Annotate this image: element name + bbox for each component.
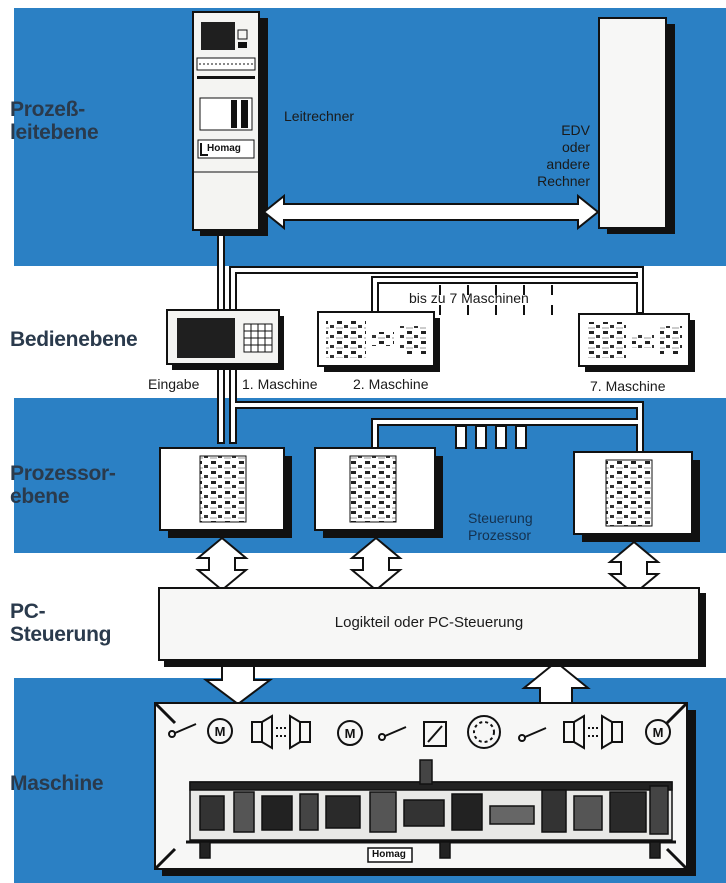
svg-text:M: M [653,725,664,740]
level-label-prozessorebene: Prozessor- ebene [10,462,116,508]
edv-label: EDV oder andere Rechner [520,122,590,190]
valve-icon [251,714,311,750]
level-label-maschine: Maschine [10,772,104,795]
processor-box-2 [314,447,443,538]
machine-panel-7 [578,313,695,372]
motor-icon: M [645,719,671,745]
processor-box-7 [573,451,700,542]
label-line-2: Steuerung [10,623,112,646]
rotary-dial-icon [467,715,501,749]
svg-text:M: M [215,724,226,739]
brand-text: Homag [207,143,241,154]
switch-icon [168,723,197,738]
pc-steuerung-box: Logikteil oder PC-Steuerung [158,587,700,661]
level-label-prozessleitebene: Prozeß- leitebene [10,98,99,144]
leitrechner-cabinet [192,11,268,236]
double-arrow-horizontal [262,193,600,231]
arrow-down-to-machine [203,659,273,706]
switch-icon [378,726,407,741]
valve-icon [563,714,623,750]
homag-logo-machine: Homag [372,849,406,860]
label-line-2: ebene [10,485,70,508]
homag-logo-cabinet: Homag [207,143,241,154]
gap-ticks-bottom [455,425,527,449]
level-label-pc-steuerung: PC- Steuerung [10,600,111,646]
double-arrow-vertical-1 [195,536,249,592]
bis-zu-label: bis zu 7 Maschinen [409,290,529,306]
logikteil-label: Logikteil oder PC-Steuerung [334,614,524,631]
label-line-1: Maschine [10,772,104,795]
steuerung-line: Steuerung [468,510,533,526]
component-symbols: M M M [168,714,671,750]
eingabe-label: Eingabe [148,376,200,392]
brand-text: Homag [372,849,406,860]
maschine-7-label: 7. Maschine [590,378,666,394]
label-line-1: Bedienebene [10,328,138,351]
processor-box-1 [159,447,292,538]
maschine-2-label: 2. Maschine [353,376,429,392]
machine-panel-2 [317,311,440,372]
double-arrow-vertical-2 [349,536,403,592]
edv-cabinet [598,17,675,234]
motor-icon: M [337,720,363,746]
machine-drawing [186,759,676,863]
label-line-1: Prozessor- [10,462,116,485]
label-line-1: Prozeß- [10,98,85,121]
input-terminal [166,309,284,370]
level-label-bedienebene: Bedienebene [10,328,138,351]
edv-line-3: andere [546,156,590,172]
maschine-1-label: 1. Maschine [242,376,318,392]
edv-line-2: oder [561,139,590,155]
relay-icon [423,721,447,747]
svg-text:M: M [345,726,356,741]
motor-icon: M [207,718,233,744]
edv-line-4: Rechner [537,173,590,189]
steuerung-prozessor-label: Steuerung Prozessor [468,510,533,544]
prozessor-line: Prozessor [468,527,532,543]
arrow-up-to-pc [521,660,591,705]
label-line-2: leitebene [10,121,99,144]
edv-line-1: EDV [561,122,590,138]
leitrechner-label: Leitrechner [284,108,355,124]
gap-ticks-top [439,285,553,315]
label-line-1: PC- [10,600,46,623]
switch-icon [518,727,547,742]
